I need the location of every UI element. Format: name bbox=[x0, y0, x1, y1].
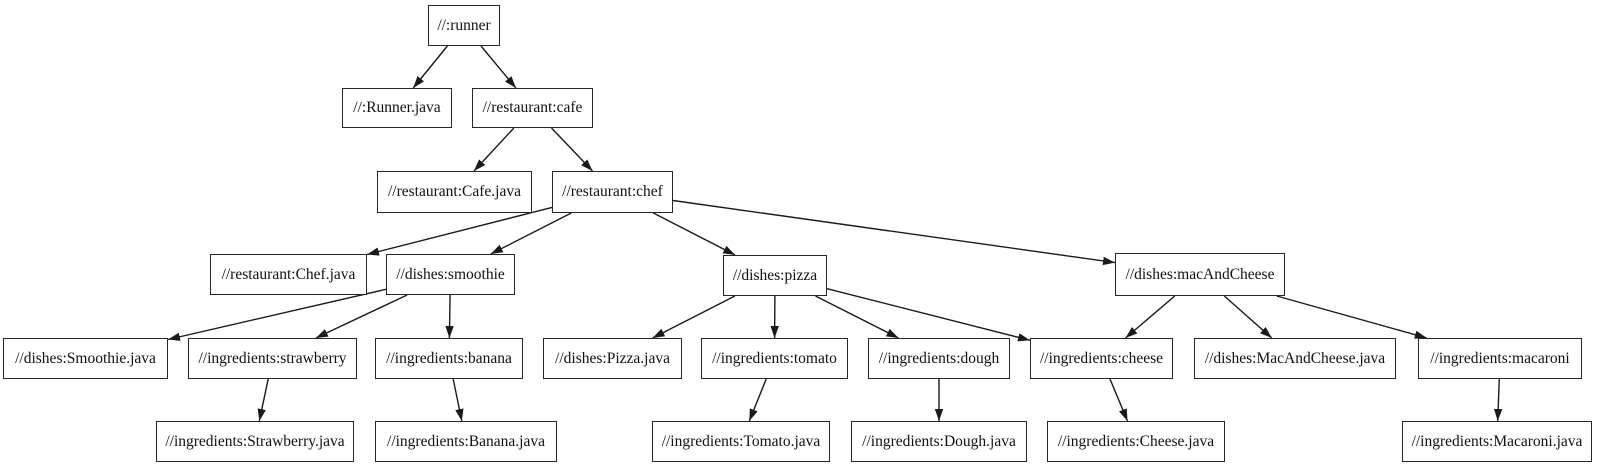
node-label: //ingredients:tomato bbox=[712, 349, 837, 367]
node-label: //ingredients:Strawberry.java bbox=[165, 432, 345, 450]
edge-banana-banana-java bbox=[452, 378, 464, 422]
node-label: //ingredients:cheese bbox=[1039, 349, 1164, 367]
node-label: //ingredients:Dough.java bbox=[862, 432, 1016, 450]
edge-chef-chef-java bbox=[366, 206, 553, 256]
edge-chef-smoothie bbox=[490, 212, 572, 255]
edge-macandcheese-macandcheese-java bbox=[1223, 295, 1273, 339]
node-label: //:Runner.java bbox=[353, 99, 441, 116]
node-label: //:runner bbox=[437, 16, 491, 34]
node-label: //ingredients:Macaroni.java bbox=[1411, 432, 1583, 450]
node-label: //ingredients:strawberry bbox=[198, 349, 347, 367]
node-smoothie: //dishes:smoothie bbox=[386, 254, 515, 295]
node-cafe-java: //restaurant:Cafe.java bbox=[377, 171, 532, 213]
node-label: //restaurant:cafe bbox=[482, 99, 583, 116]
edge-smoothie-smoothie-java bbox=[167, 288, 387, 341]
node-banana-java: //ingredients:Banana.java bbox=[375, 421, 557, 462]
edge-runner-cafe bbox=[480, 45, 517, 89]
node-label: //dishes:Pizza.java bbox=[555, 349, 670, 367]
node-dough-java: //ingredients:Dough.java bbox=[851, 421, 1027, 462]
node-label: //restaurant:Chef.java bbox=[221, 265, 356, 283]
node-pizza: //dishes:pizza bbox=[723, 255, 827, 296]
node-label: //dishes:macAndCheese bbox=[1125, 265, 1275, 283]
node-strawberry-java: //ingredients:Strawberry.java bbox=[156, 421, 354, 462]
edge-pizza-pizza-java bbox=[652, 295, 736, 339]
node-label: //ingredients:Banana.java bbox=[387, 432, 545, 450]
edge-cheese-cheese-java bbox=[1109, 378, 1129, 422]
node-banana: //ingredients:banana bbox=[375, 338, 523, 379]
node-label: //ingredients:Tomato.java bbox=[661, 432, 821, 450]
edge-macaroni-macaroni-java bbox=[1493, 378, 1503, 422]
node-smoothie-java: //dishes:Smoothie.java bbox=[3, 338, 168, 379]
node-cheese: //ingredients:cheese bbox=[1030, 338, 1173, 379]
node-label: //dishes:pizza bbox=[732, 266, 818, 284]
edge-macandcheese-cheese bbox=[1125, 295, 1176, 339]
edge-cafe-cafe-java bbox=[473, 127, 515, 172]
node-label: //dishes:smoothie bbox=[396, 265, 505, 283]
node-macaroni-java: //ingredients:Macaroni.java bbox=[1402, 421, 1592, 462]
node-runner-java: //:Runner.java bbox=[342, 88, 452, 128]
node-label: //restaurant:Cafe.java bbox=[388, 183, 521, 200]
node-label: //dishes:Smoothie.java bbox=[15, 349, 156, 367]
edge-strawberry-strawberry-java bbox=[257, 378, 269, 422]
node-label: //ingredients:dough bbox=[878, 349, 1000, 367]
node-tomato-java: //ingredients:Tomato.java bbox=[652, 421, 830, 462]
node-chef: //restaurant:chef bbox=[552, 171, 673, 213]
node-tomato: //ingredients:tomato bbox=[701, 338, 848, 379]
edge-runner-runner-java bbox=[412, 45, 448, 89]
edge-cafe-chef bbox=[550, 127, 594, 172]
edge-smoothie-banana bbox=[445, 294, 454, 339]
node-label: //ingredients:banana bbox=[386, 349, 512, 367]
edge-pizza-cheese bbox=[826, 288, 1031, 342]
node-strawberry: //ingredients:strawberry bbox=[188, 338, 357, 379]
node-pizza-java: //dishes:Pizza.java bbox=[543, 338, 682, 379]
node-label: //ingredients:macaroni bbox=[1430, 349, 1570, 367]
node-macaroni: //ingredients:macaroni bbox=[1418, 338, 1582, 379]
node-cheese-java: //ingredients:Cheese.java bbox=[1047, 421, 1225, 462]
node-dough: //ingredients:dough bbox=[868, 338, 1010, 379]
node-label: //dishes:MacAndCheese.java bbox=[1204, 349, 1386, 367]
edge-chef-macandcheese bbox=[672, 199, 1116, 266]
edge-pizza-dough bbox=[815, 295, 899, 339]
node-cafe: //restaurant:cafe bbox=[472, 88, 593, 128]
edge-smoothie-strawberry bbox=[315, 294, 408, 339]
node-chef-java: //restaurant:Chef.java bbox=[210, 254, 367, 295]
node-label: //restaurant:chef bbox=[562, 183, 663, 200]
edge-tomato-tomato-java bbox=[748, 378, 767, 422]
node-runner: //:runner bbox=[428, 5, 500, 46]
edge-chef-pizza bbox=[653, 212, 736, 256]
edge-macandcheese-macaroni bbox=[1276, 295, 1427, 339]
node-macandcheese-java: //dishes:MacAndCheese.java bbox=[1194, 338, 1396, 379]
node-label: //ingredients:Cheese.java bbox=[1057, 432, 1215, 450]
node-macandcheese: //dishes:macAndCheese bbox=[1115, 253, 1285, 296]
